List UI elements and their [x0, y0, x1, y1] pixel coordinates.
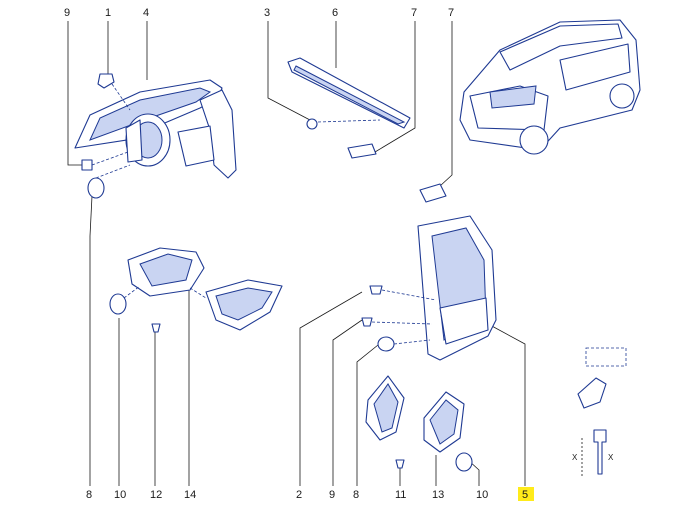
- detail-bulb-socket[interactable]: [577, 347, 627, 409]
- bulb-10-right[interactable]: [455, 452, 473, 472]
- callout-9-top[interactable]: 9: [64, 7, 70, 19]
- callout-5-highlight: [518, 487, 534, 501]
- callout-11[interactable]: 11: [395, 489, 406, 501]
- bulb-8-right[interactable]: [377, 336, 395, 352]
- rear-lamp-assembly-top-left[interactable]: [74, 79, 237, 179]
- leader-lines-top: [67, 21, 453, 187]
- vehicle-illustration: [459, 19, 641, 155]
- axis-mark-x-2: X: [608, 453, 614, 462]
- callout-7-top-right[interactable]: 7: [448, 7, 454, 19]
- lamp-lens-14[interactable]: [205, 279, 283, 331]
- assembly-line-top-left: [91, 83, 131, 179]
- callout-8-left[interactable]: 8: [86, 489, 92, 501]
- assembly-line-housing: [123, 285, 207, 299]
- connector-7-right[interactable]: [419, 183, 447, 203]
- screw-12[interactable]: [151, 323, 161, 333]
- callout-3[interactable]: 3: [264, 7, 270, 19]
- lamp-housing-14[interactable]: [127, 247, 205, 297]
- callout-4[interactable]: 4: [143, 7, 149, 19]
- assembly-line-brake-light: [317, 119, 381, 123]
- callout-10-right[interactable]: 10: [476, 489, 488, 501]
- callout-8-right[interactable]: 8: [353, 489, 359, 501]
- callout-13[interactable]: 13: [432, 489, 444, 501]
- screw-3[interactable]: [306, 118, 318, 130]
- screw-11[interactable]: [395, 459, 405, 469]
- callout-12[interactable]: 12: [150, 489, 162, 501]
- reflector-13[interactable]: [423, 391, 465, 453]
- bulb-8-top-left[interactable]: [87, 177, 105, 199]
- callout-10-left[interactable]: 10: [114, 489, 126, 501]
- rear-lamp-5[interactable]: [417, 215, 497, 361]
- connector-7-left[interactable]: [347, 143, 377, 159]
- bulb-10-left[interactable]: [109, 293, 127, 315]
- callout-9-bottom[interactable]: 9: [329, 489, 335, 501]
- callout-5[interactable]: 5: [522, 489, 528, 501]
- callout-14[interactable]: 14: [184, 489, 196, 501]
- reflector-left[interactable]: [365, 375, 405, 441]
- callout-2[interactable]: 2: [296, 489, 302, 501]
- callout-1[interactable]: 1: [105, 7, 111, 19]
- callout-6[interactable]: 6: [332, 7, 338, 19]
- assembly-line-rear-lamp: [371, 289, 437, 345]
- third-brake-light[interactable]: [287, 57, 411, 129]
- screw-9-top-left[interactable]: [81, 159, 93, 171]
- axis-mark-x-1: X: [572, 453, 578, 462]
- screw-9-right[interactable]: [361, 317, 373, 327]
- callout-7-top-left[interactable]: 7: [411, 7, 417, 19]
- bulb-holder-top-left[interactable]: [97, 73, 115, 89]
- detail-screw[interactable]: [581, 429, 607, 476]
- screw-2[interactable]: [369, 285, 383, 295]
